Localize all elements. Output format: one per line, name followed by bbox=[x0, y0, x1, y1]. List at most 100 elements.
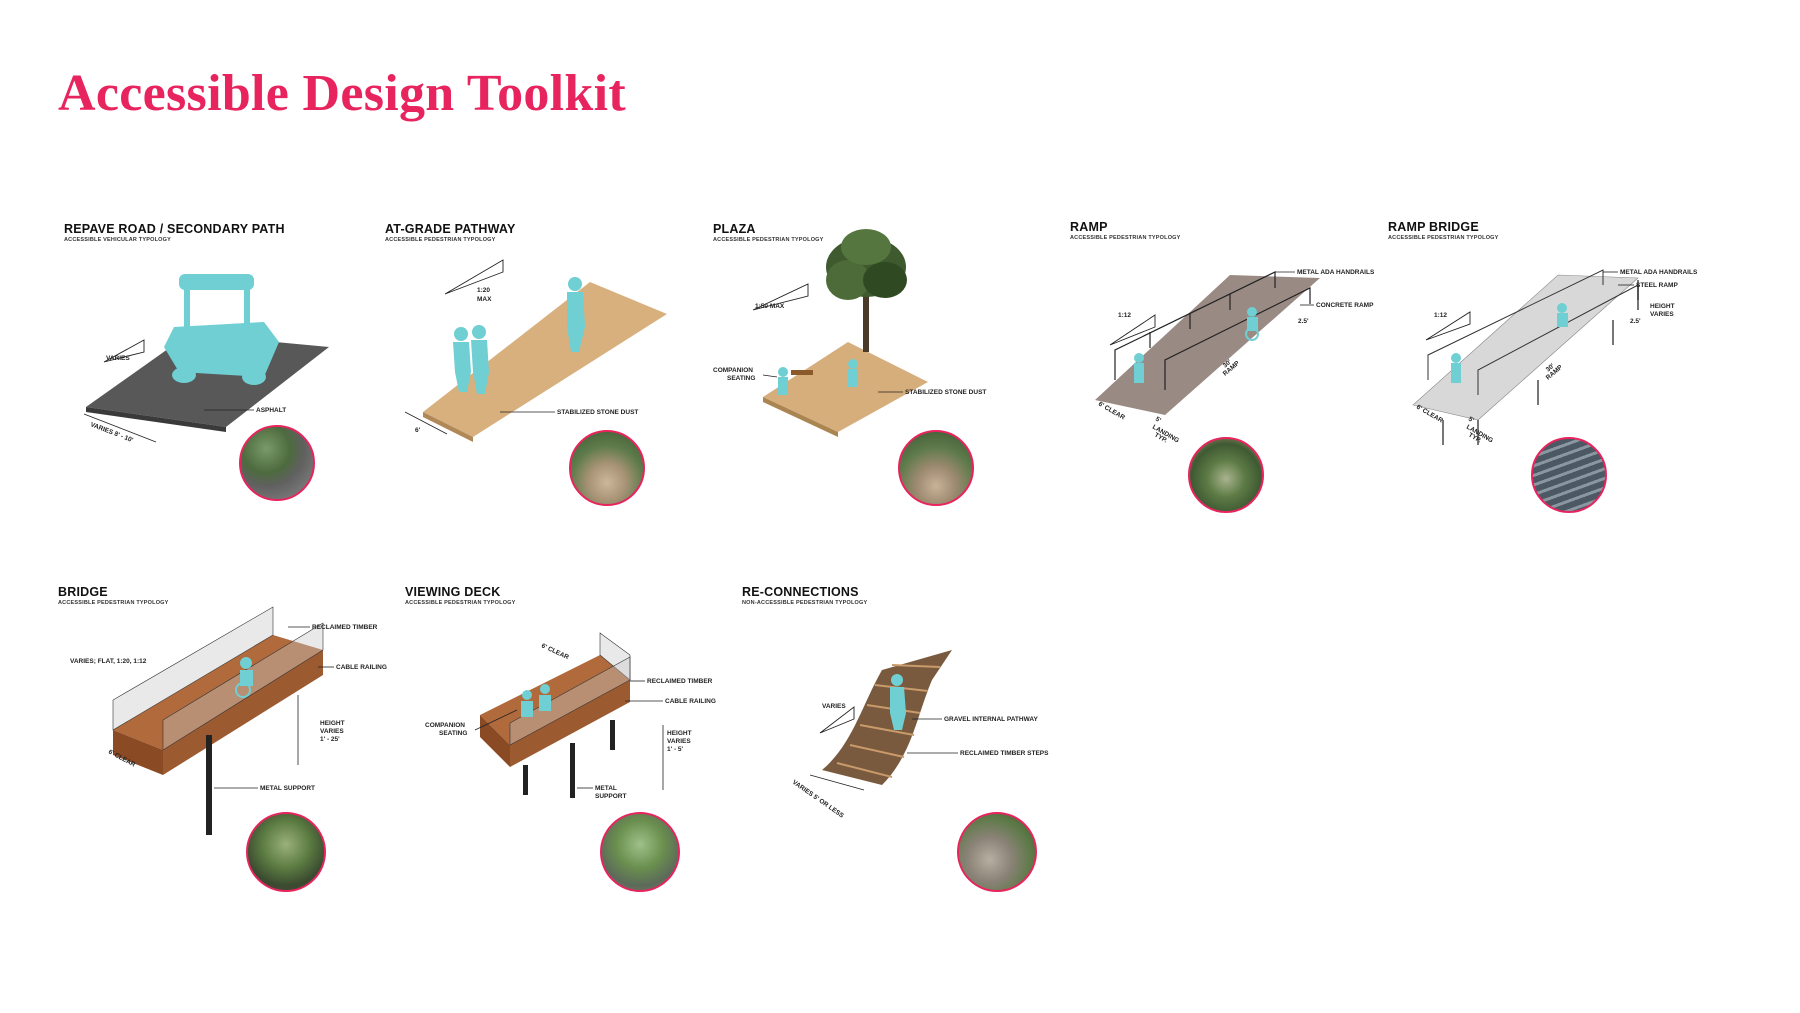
seating-label-2: SEATING bbox=[727, 375, 755, 382]
slope-label: VARIES bbox=[822, 703, 846, 710]
wheelchair-icon bbox=[1451, 303, 1568, 383]
slope-label-max: MAX bbox=[477, 296, 492, 303]
slope-label: 1:12 bbox=[1434, 312, 1447, 319]
height-label: 2.5' bbox=[1298, 318, 1309, 325]
panel-re-connections: RE-CONNECTIONS NON-ACCESSIBLE PEDESTRIAN… bbox=[742, 585, 1062, 885]
slope-label: 1:50 MAX bbox=[755, 303, 785, 310]
height-label: 2.5' bbox=[1630, 318, 1641, 325]
panel-subtitle: ACCESSIBLE PEDESTRIAN TYPOLOGY bbox=[1070, 235, 1181, 241]
panel-subtitle: ACCESSIBLE PEDESTRIAN TYPOLOGY bbox=[713, 237, 824, 243]
wheelchair-icon bbox=[521, 684, 551, 717]
panel-at-grade-pathway: AT-GRADE PATHWAY ACCESSIBLE PEDESTRIAN T… bbox=[385, 222, 685, 512]
photo-ramp bbox=[1188, 437, 1264, 513]
run-label-1: 30' bbox=[1545, 362, 1557, 373]
panel-subtitle: NON-ACCESSIBLE PEDESTRIAN TYPOLOGY bbox=[742, 600, 868, 606]
surface-label: STABILIZED STONE DUST bbox=[905, 389, 986, 396]
run-label-1: 30' bbox=[1222, 358, 1234, 369]
steps-label: RECLAIMED TIMBER STEPS bbox=[960, 750, 1049, 757]
gravel-label: GRAVEL INTERNAL PATHWAY bbox=[944, 716, 1038, 723]
photo-re-connections bbox=[957, 812, 1037, 892]
plaza-surface bbox=[763, 342, 928, 432]
railing-label: CABLE RAILING bbox=[665, 698, 716, 705]
page-title: Accessible Design Toolkit bbox=[58, 65, 626, 122]
reclaimed-timber-deck bbox=[113, 635, 323, 750]
support-label-2: SUPPORT bbox=[595, 793, 626, 800]
timber-steps-path bbox=[822, 650, 952, 785]
timber-label: RECLAIMED TIMBER bbox=[647, 678, 713, 685]
panel-subtitle: ACCESSIBLE VEHICULAR TYPOLOGY bbox=[64, 237, 171, 243]
panel-viewing-deck: VIEWING DECK ACCESSIBLE PEDESTRIAN TYPOL… bbox=[405, 585, 725, 885]
cable-railing bbox=[509, 632, 631, 746]
panel-subtitle: ACCESSIBLE PEDESTRIAN TYPOLOGY bbox=[405, 600, 516, 606]
wheelchair-icon bbox=[1134, 307, 1259, 383]
metal-ada-handrails bbox=[1114, 271, 1311, 390]
pedestrian-icon bbox=[453, 277, 585, 394]
height-label-2: VARIES bbox=[320, 728, 344, 735]
surface-label: STABILIZED STONE DUST bbox=[557, 409, 638, 416]
viewing-deck-diagram: 6' CLEAR RECLAIMED TIMBER CABLE RAILING … bbox=[425, 632, 716, 800]
photo-ramp-bridge bbox=[1531, 437, 1607, 513]
metal-ada-handrails bbox=[1427, 269, 1639, 395]
photo-bridge bbox=[246, 812, 326, 892]
panel-ramp: RAMP ACCESSIBLE PEDESTRIAN TYPOLOGY META… bbox=[1070, 220, 1375, 510]
tree-icon bbox=[826, 229, 907, 352]
pedestrian-icon bbox=[890, 674, 906, 730]
at-grade-pathway-diagram: 1:20 MAX STABILIZED STONE DUST 6' bbox=[404, 259, 667, 442]
panel-title: PLAZA bbox=[713, 222, 756, 236]
timber-label: RECLAIMED TIMBER bbox=[312, 624, 378, 631]
width-label: 6' bbox=[415, 427, 421, 434]
panel-repave-road: REPAVE ROAD / SECONDARY PATH ACCESSIBLE … bbox=[64, 222, 364, 512]
height-label-3: 1' - 5' bbox=[667, 746, 684, 753]
panel-bridge: BRIDGE ACCESSIBLE PEDESTRIAN TYPOLOGY RE… bbox=[58, 585, 388, 885]
panel-title: RAMP BRIDGE bbox=[1388, 220, 1479, 234]
wheelchair-icon bbox=[235, 657, 253, 698]
steel-ramp-surface bbox=[1412, 274, 1639, 421]
height-label-1: HEIGHT bbox=[320, 720, 345, 727]
seating-label-2: SEATING bbox=[439, 730, 467, 737]
golf-cart-icon bbox=[164, 274, 279, 385]
panel-title: AT-GRADE PATHWAY bbox=[385, 222, 516, 236]
width-label: VARIES 5' OR LESS bbox=[791, 779, 846, 820]
railing-label: CABLE RAILING bbox=[336, 664, 387, 671]
reclaimed-timber-steps bbox=[836, 664, 941, 778]
clear-label: 6' CLEAR bbox=[540, 642, 570, 661]
height-label-1: HEIGHT bbox=[667, 730, 692, 737]
panel-subtitle: ACCESSIBLE PEDESTRIAN TYPOLOGY bbox=[1388, 235, 1499, 241]
slope-label-ratio: 1:20 bbox=[477, 287, 490, 294]
handrails-label: METAL ADA HANDRAILS bbox=[1620, 269, 1698, 276]
surface-label: CONCRETE RAMP bbox=[1316, 302, 1374, 309]
ramp-bridge-diagram: METAL ADA HANDRAILS STEEL RAMP HEIGHT VA… bbox=[1412, 269, 1698, 445]
panel-title: RE-CONNECTIONS bbox=[742, 585, 859, 599]
landing-label-1: 5' bbox=[1154, 416, 1162, 425]
panel-subtitle: ACCESSIBLE PEDESTRIAN TYPOLOGY bbox=[58, 600, 169, 606]
slope-label: VARIES bbox=[106, 355, 130, 362]
photo-repave-road bbox=[239, 425, 315, 501]
stone-dust-surface bbox=[423, 282, 667, 437]
photo-at-grade-pathway bbox=[569, 430, 645, 506]
plaza-diagram: 1:50 MAX COMPANION SEATING STABILIZED ST… bbox=[713, 229, 986, 437]
ramp-diagram: METAL ADA HANDRAILS CONCRETE RAMP 2.5' 1… bbox=[1095, 269, 1375, 445]
bridge-diagram: RECLAIMED TIMBER CABLE RAILING VARIES; F… bbox=[70, 606, 387, 835]
photo-plaza bbox=[898, 430, 974, 506]
companion-seating-icon bbox=[778, 359, 858, 395]
panel-title: REPAVE ROAD / SECONDARY PATH bbox=[64, 222, 285, 236]
height-label-2: VARIES bbox=[667, 738, 691, 745]
panel-ramp-bridge: RAMP BRIDGE ACCESSIBLE PEDESTRIAN TYPOLO… bbox=[1388, 220, 1698, 510]
panel-title: BRIDGE bbox=[58, 585, 108, 599]
metal-support-columns bbox=[523, 720, 615, 798]
height-label-2: VARIES bbox=[1650, 311, 1674, 318]
metal-support-column bbox=[206, 735, 212, 835]
repave-road-diagram: VARIES ASPHALT VARIES 8' - 10' bbox=[83, 274, 329, 444]
seating-label-1: COMPANION bbox=[713, 367, 753, 374]
surface-label: ASPHALT bbox=[256, 407, 286, 414]
slope-label: VARIES; FLAT, 1:20, 1:12 bbox=[70, 658, 147, 665]
re-connections-diagram: VARIES GRAVEL INTERNAL PATHWAY RECLAIMED… bbox=[791, 650, 1049, 820]
slope-label: 1:12 bbox=[1118, 312, 1131, 319]
panel-title: RAMP bbox=[1070, 220, 1108, 234]
landing-label-1: 5' bbox=[1467, 416, 1475, 425]
seating-label-1: COMPANION bbox=[425, 722, 465, 729]
photo-viewing-deck bbox=[600, 812, 680, 892]
handrails-label: METAL ADA HANDRAILS bbox=[1297, 269, 1375, 276]
panel-title: VIEWING DECK bbox=[405, 585, 501, 599]
surface-label: STEEL RAMP bbox=[1636, 282, 1678, 289]
